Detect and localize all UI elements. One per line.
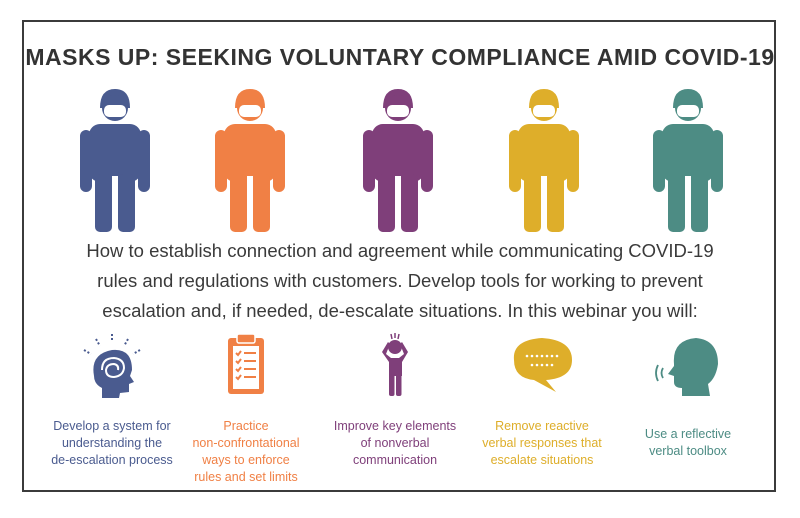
masked-person-figure-3 <box>363 86 433 232</box>
intro-line: escalation and, if needed, de-escalate s… <box>102 300 698 321</box>
caption-reflective: Use a reflective verbal toolbox <box>613 426 763 460</box>
caption-line: verbal responses that <box>482 436 602 450</box>
masked-person-icon <box>215 89 285 232</box>
masked-person-figure-1 <box>80 86 150 232</box>
head-thinking-icon <box>72 330 152 400</box>
caption-line: of nonverbal <box>360 436 430 450</box>
caption-line: understanding the <box>61 436 163 450</box>
masked-person-icon <box>509 89 579 232</box>
masked-person-icon <box>363 89 433 232</box>
masked-person-figure-2 <box>215 86 285 232</box>
caption-line: non-confrontational <box>192 436 300 450</box>
caption-reactive: Remove reactive verbal responses that es… <box>467 418 617 469</box>
caption-line: Improve key elements <box>333 419 457 433</box>
caption-non-confrontational: Practice non-confrontational ways to enf… <box>171 418 321 486</box>
speech-bubble-icon <box>502 330 582 400</box>
caption-line: Remove reactive <box>495 419 589 433</box>
caption-line: escalate situations <box>490 453 594 467</box>
caption-line: communication <box>352 453 438 467</box>
caption-line: Use a reflective <box>644 427 732 441</box>
speaking-head-icon <box>648 330 728 400</box>
stressed-person-icon <box>355 330 435 400</box>
masked-person-figure-5 <box>653 86 723 232</box>
clipboard-checklist-icon <box>206 330 286 400</box>
intro-paragraph: How to establish connection and agreemen… <box>40 236 760 326</box>
page-title: MASKS UP: SEEKING VOLUNTARY COMPLIANCE A… <box>25 44 775 70</box>
caption-line: Practice <box>223 419 269 433</box>
caption-line: Develop a system for <box>53 419 171 433</box>
intro-line: rules and regulations with customers. De… <box>97 270 703 291</box>
masked-person-figure-4 <box>509 86 579 232</box>
masked-person-icon <box>653 89 723 232</box>
border-frame <box>22 20 776 492</box>
caption-deescalation: Develop a system for understanding the d… <box>37 418 187 469</box>
caption-line: de-escalation process <box>51 453 173 467</box>
caption-line: verbal toolbox <box>649 444 727 458</box>
masked-person-icon <box>80 89 150 232</box>
caption-line: rules and set limits <box>194 470 298 484</box>
caption-nonverbal: Improve key elements of nonverbal commun… <box>320 418 470 469</box>
caption-line: ways to enforce <box>202 453 290 467</box>
intro-line: How to establish connection and agreemen… <box>86 240 714 261</box>
